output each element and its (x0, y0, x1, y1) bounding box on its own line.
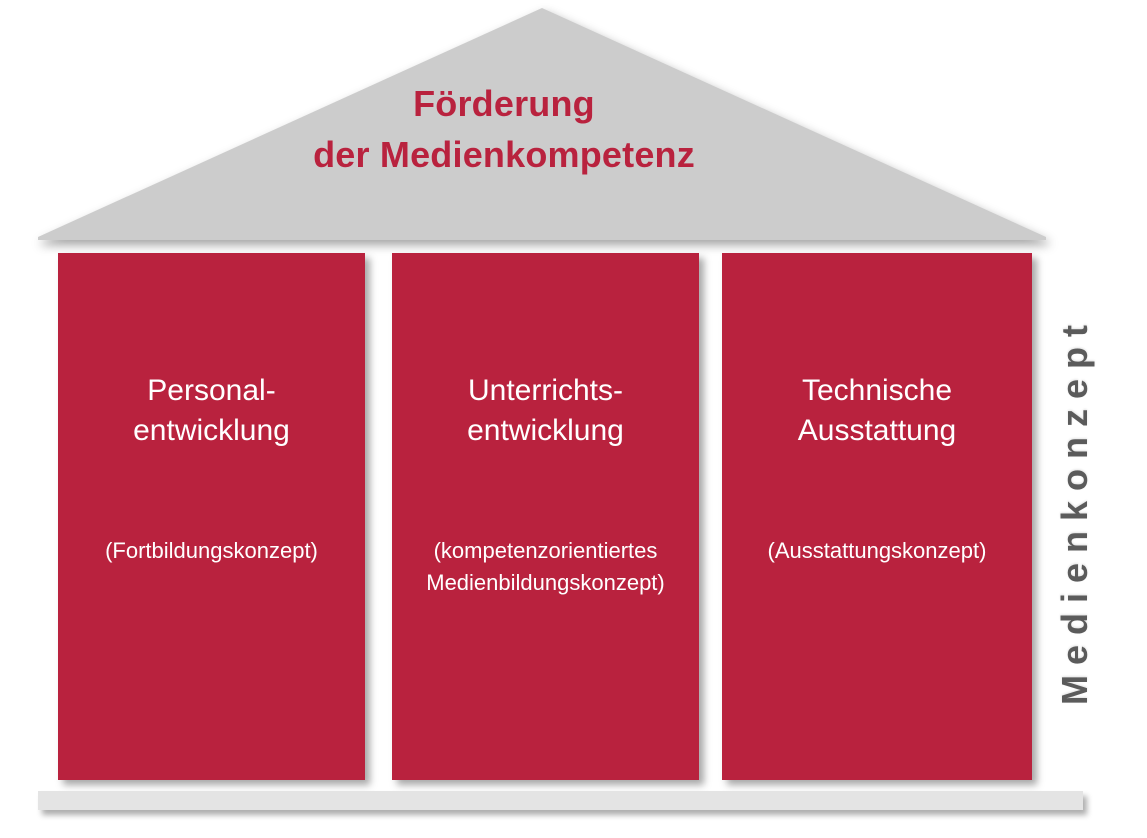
pillar-subtitle: (Ausstattungskonzept) (728, 535, 1026, 567)
foundation-bar (38, 791, 1083, 810)
roof-shape (38, 8, 1046, 240)
pillar-subtitle-line-2: Medienbildungskonzept) (426, 569, 665, 595)
roof-shadow (38, 8, 1046, 240)
pillar-subtitle-line-1: (Ausstattungskonzept) (767, 538, 987, 563)
vertical-label-medienkonzept: Medienkonzept (1040, 240, 1110, 780)
pillar-heading-line-1: Personal- (147, 374, 276, 407)
pillar-subtitle: (kompetenzorientiertes Medienbildungskon… (398, 535, 693, 599)
pillar-technische-ausstattung[interactable]: Technische Ausstattung (Ausstattungskonz… (722, 253, 1032, 780)
pillar-personalentwicklung[interactable]: Personal- entwicklung (Fortbildungskonze… (58, 253, 365, 780)
pillar-heading: Personal- entwicklung (66, 371, 357, 451)
pillar-heading: Technische Ausstattung (730, 371, 1024, 451)
pillar-heading-line-2: entwicklung (467, 413, 624, 447)
pillar-heading-line-2: Ausstattung (797, 413, 957, 447)
pillar-subtitle: (Fortbildungskonzept) (64, 535, 359, 567)
pillar-subtitle-line-1: (Fortbildungskonzept) (105, 538, 318, 563)
pillar-heading-line-1: Unterrichts- (467, 374, 624, 407)
pillar-heading: Unterrichts- entwicklung (400, 371, 691, 451)
vertical-label-text: Medienkonzept (1054, 314, 1095, 705)
roof-triangle-icon (38, 8, 1046, 240)
pillar-unterrichtsentwicklung[interactable]: Unterrichts- entwicklung (kompetenzorien… (392, 253, 699, 780)
pillar-heading-line-1: Technische (801, 374, 953, 407)
pillar-heading-line-2: entwicklung (133, 413, 290, 447)
pillar-subtitle-line-1: (kompetenzorientiertes (433, 538, 658, 563)
pillar-group: Personal- entwicklung (Fortbildungskonze… (58, 253, 1032, 780)
